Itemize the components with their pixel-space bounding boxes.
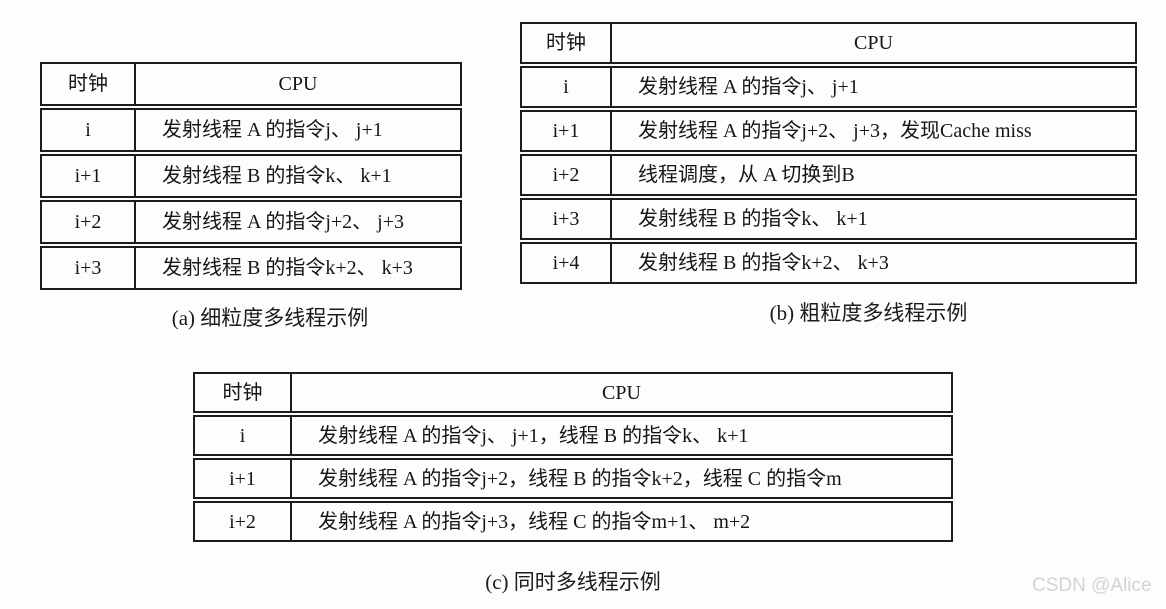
cpu-cell: 线程调度，从 A 切换到B: [638, 164, 855, 186]
clock-cell: i+4: [522, 244, 612, 282]
table-header-row: 时钟 CPU: [40, 62, 462, 106]
caption-coarse-grained: (b) 粗粒度多线程示例: [769, 301, 968, 325]
table-row: i+3 发射线程 B 的指令k+2、 k+3: [40, 246, 462, 290]
cpu-cell: 发射线程 A 的指令j、 j+1: [638, 76, 859, 98]
clock-header-cell: 时钟: [195, 374, 292, 411]
table-row: i+3 发射线程 B 的指令k、 k+1: [520, 198, 1137, 240]
cpu-header-cell: CPU: [602, 381, 641, 404]
table-row: i+4 发射线程 B 的指令k+2、 k+3: [520, 242, 1137, 284]
cpu-cell: 发射线程 B 的指令k+2、 k+3: [162, 257, 413, 279]
clock-cell: i+3: [42, 248, 136, 288]
cpu-cell: 发射线程 A 的指令j、 j+1，线程 B 的指令k、 k+1: [318, 424, 749, 447]
cpu-cell: 发射线程 B 的指令k、 k+1: [162, 165, 392, 187]
table-header-row: 时钟 CPU: [520, 22, 1137, 64]
table-row: i+1 发射线程 A 的指令j+2、 j+3，发现Cache miss: [520, 110, 1137, 152]
table-row: i+1 发射线程 B 的指令k、 k+1: [40, 154, 462, 198]
table-row: i 发射线程 A 的指令j、 j+1: [40, 108, 462, 152]
clock-header-cell: 时钟: [42, 64, 136, 104]
caption-fine-grained: (a) 细粒度多线程示例: [171, 306, 369, 330]
clock-cell: i+2: [42, 202, 136, 242]
table-row: i 发射线程 A 的指令j、 j+1: [520, 66, 1137, 108]
table-row: i+1 发射线程 A 的指令j+2，线程 B 的指令k+2，线程 C 的指令m: [193, 458, 953, 499]
table-fine-grained: 时钟 CPU i 发射线程 A 的指令j、 j+1 i+1 发射线程 B 的指令…: [40, 62, 462, 290]
cpu-cell: 发射线程 A 的指令j+2，线程 B 的指令k+2，线程 C 的指令m: [318, 467, 842, 490]
clock-cell: i+1: [42, 156, 136, 196]
clock-cell: i: [195, 417, 292, 454]
table-row: i 发射线程 A 的指令j、 j+1，线程 B 的指令k、 k+1: [193, 415, 953, 456]
clock-cell: i: [522, 68, 612, 106]
clock-cell: i: [42, 110, 136, 150]
cpu-header-cell: CPU: [278, 73, 318, 95]
cpu-cell: 发射线程 B 的指令k、 k+1: [638, 208, 868, 230]
table-simultaneous: 时钟 CPU i 发射线程 A 的指令j、 j+1，线程 B 的指令k、 k+1…: [193, 372, 953, 542]
cpu-cell: 发射线程 B 的指令k+2、 k+3: [638, 252, 889, 274]
clock-cell: i+1: [522, 112, 612, 150]
clock-header-cell: 时钟: [522, 24, 612, 62]
cpu-header-cell: CPU: [854, 32, 893, 54]
cpu-cell: 发射线程 A 的指令j+2、 j+3: [162, 211, 405, 233]
table-header-row: 时钟 CPU: [193, 372, 953, 413]
cpu-cell: 发射线程 A 的指令j、 j+1: [162, 119, 383, 141]
table-row: i+2 发射线程 A 的指令j+2、 j+3: [40, 200, 462, 244]
table-coarse-grained: 时钟 CPU i 发射线程 A 的指令j、 j+1 i+1 发射线程 A 的指令…: [520, 22, 1137, 284]
cpu-cell: 发射线程 A 的指令j+3，线程 C 的指令m+1、 m+2: [318, 510, 751, 533]
table-row: i+2 发射线程 A 的指令j+3，线程 C 的指令m+1、 m+2: [193, 501, 953, 542]
clock-cell: i+3: [522, 200, 612, 238]
clock-cell: i+1: [195, 460, 292, 497]
clock-cell: i+2: [195, 503, 292, 540]
caption-simultaneous: (c) 同时多线程示例: [485, 570, 661, 594]
table-row: i+2 线程调度，从 A 切换到B: [520, 154, 1137, 196]
cpu-cell: 发射线程 A 的指令j+2、 j+3，发现Cache miss: [638, 120, 1032, 142]
csdn-watermark: CSDN @Alice: [1032, 575, 1152, 596]
clock-cell: i+2: [522, 156, 612, 194]
